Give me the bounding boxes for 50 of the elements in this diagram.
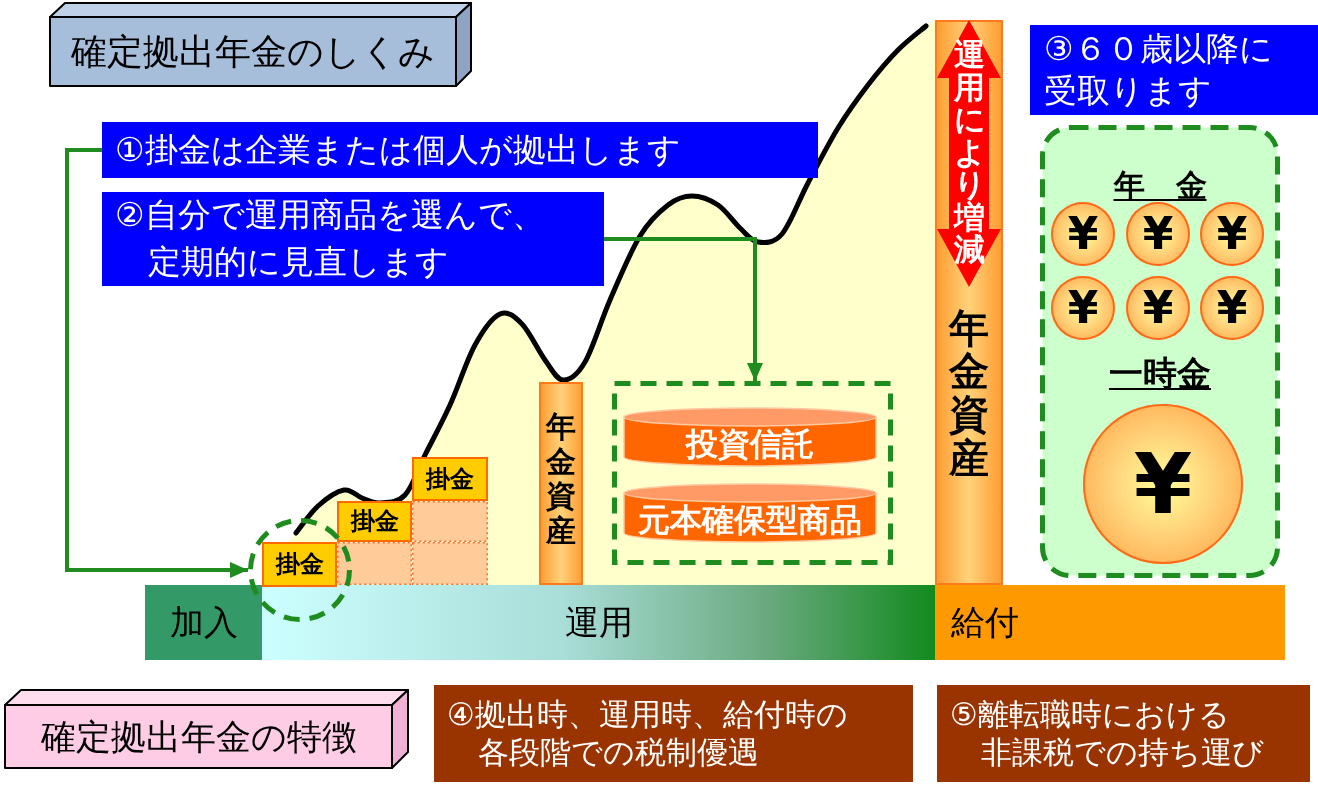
tag-label: 掛金: [426, 464, 474, 494]
product-cylinder: [623, 483, 877, 543]
phase-bar-segment: [145, 585, 262, 660]
note-banner: [102, 192, 604, 286]
phase-bar-segment: [935, 585, 1285, 660]
product-cylinder: [623, 407, 877, 467]
feature-banner: [434, 685, 913, 782]
arrow-label: 運用により増減: [953, 38, 985, 266]
yen-sign: ¥: [1142, 212, 1174, 256]
section-heading: 一時金: [1109, 352, 1211, 395]
feature-text: ④拠出時、運用時、給付時の各段階での税制優遇: [447, 695, 849, 772]
note-text: ②自分で運用商品を選んで、定期的に見直します: [115, 194, 546, 283]
phase-label: 給付: [951, 602, 1019, 643]
yen-sign: ¥: [1133, 442, 1193, 526]
payout-panel: [1040, 125, 1280, 578]
phase-label: 加入: [169, 602, 238, 643]
title-text: 確定拠出年金のしくみ: [71, 31, 435, 73]
yen-sign: ¥: [1216, 286, 1248, 330]
pillar-label: 年金資産: [546, 410, 576, 548]
note-banner: [1030, 25, 1318, 115]
contribution-tag: [337, 501, 412, 542]
tag-label: 掛金: [350, 507, 399, 536]
yen-sign: ¥: [1067, 212, 1099, 256]
feature-banner: [937, 685, 1310, 782]
tag-label: 掛金: [275, 550, 324, 579]
feature-text: ⑤離転職時における非課税での持ち運び: [950, 695, 1264, 772]
note-text: ③６０歳以降に受取ります: [1044, 28, 1274, 112]
phase-bar-segment: [262, 585, 935, 660]
phase-label: 運用: [564, 602, 633, 643]
accumulated-block: [337, 542, 412, 585]
asset-pillar: [539, 382, 583, 585]
contribution-tag: [262, 542, 337, 587]
contribution-tag: [412, 457, 488, 501]
title-text: 確定拠出年金の特徴: [40, 716, 357, 758]
pillar-label: 年金資産: [949, 307, 989, 480]
connector-arrow: [604, 237, 763, 381]
yen-sign: ¥: [1067, 286, 1099, 330]
yen-sign: ¥: [1142, 286, 1174, 330]
dashed-frame: [612, 381, 893, 565]
section-heading: 年 金: [1113, 166, 1207, 205]
note-text: ①掛金は企業または個人が拠出します: [115, 128, 681, 171]
double-headed-arrow: [937, 20, 1001, 287]
product-label: 元本確保型商品: [638, 500, 862, 540]
asset-pillar: [935, 20, 1003, 585]
accumulated-block: [412, 501, 488, 542]
connector-arrow: [65, 148, 248, 578]
note-banner: [102, 122, 818, 178]
yen-sign: ¥: [1216, 212, 1248, 256]
accumulated-block: [412, 542, 488, 585]
product-label: 投資信託: [686, 424, 814, 464]
